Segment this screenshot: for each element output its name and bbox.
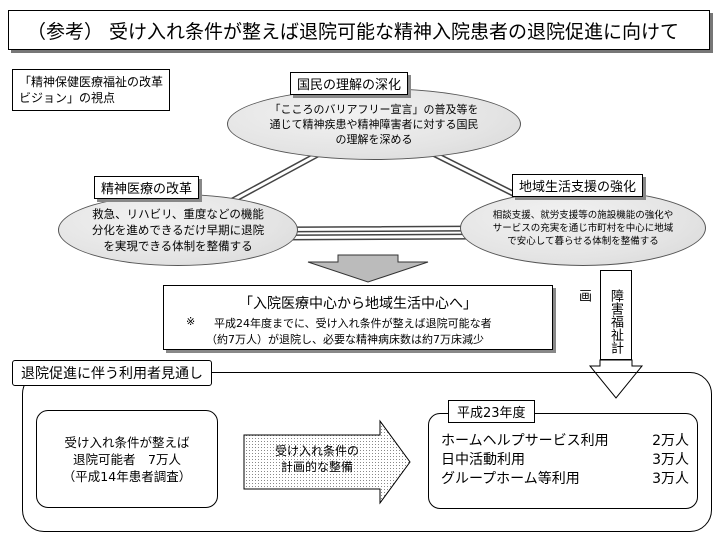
pillar-left-label: 精神医療の改革 (94, 176, 200, 199)
triangle-inner (177, 122, 583, 232)
down-arrow-shape (307, 254, 429, 283)
service-count: 3万人 (652, 452, 689, 468)
service-count: 2万人 (652, 433, 689, 449)
pillar-top-label-text: 国民の理解の深化 (297, 78, 402, 93)
planning-arrow-text: 受け入れ条件の 計画的な整備 (262, 443, 372, 475)
pillar-right-label-text: 地域生活支援の強化 (519, 180, 637, 195)
page-title-box: （参考） 受け入れ条件が整えば退院可能な精神入院患者の退院促進に向けて (8, 10, 710, 50)
service-usage-card: ホームヘルプサービス利用 2万人 日中活動利用 3万人 グループホーム等利用 3… (428, 413, 698, 509)
service-count: 3万人 (652, 471, 689, 487)
policy-note-line1: 平成24年度までに、受け入れ条件が整えば退院可能な者 (214, 317, 492, 330)
welfare-down-arrow (588, 359, 644, 399)
vision-label-text: 「精神保健医療福祉の改革ビジョン」の視点 (19, 75, 164, 105)
candidates-line3: （平成14年患者調査） (62, 468, 192, 484)
pillar-top-ellipse: 「こころのバリアフリー宣言」の普及等を通じて精神疾患や精神障害者に対する国民の理… (227, 88, 521, 160)
policy-summary-box: 「入院医療中心から地域生活中心へ」 ※ 平成24年度までに、受け入れ条件が整えば… (163, 285, 553, 350)
service-row: ホームヘルプサービス利用 2万人 (441, 430, 689, 450)
pillar-right-label: 地域生活支援の強化 (512, 174, 644, 197)
vision-scroll-label: 「精神保健医療福祉の改革ビジョン」の視点 (12, 69, 170, 111)
candidates-line2: 退院可能者 7万人 (73, 451, 181, 467)
discharge-candidates-card: 受け入れ条件が整えば 退院可能者 7万人 （平成14年患者調査） (36, 410, 218, 508)
welfare-plan-text: 障害福祉計画 (576, 289, 623, 354)
planning-arrow-line2: 計画的な整備 (280, 460, 353, 474)
pillar-left-text: 救急、リハビリ、重度などの機能分化を進めできるだけ早期に退院を実現できる体制を整… (91, 207, 265, 253)
year-label: 平成23年度 (448, 400, 535, 423)
service-row: グループホーム等利用 3万人 (441, 468, 689, 488)
pillar-right-text: 相談支援、就労支援等の施設機能の強化やサービスの充実を通じ市町村を中心に地域で安… (492, 209, 674, 247)
service-name: 日中活動利用 (441, 452, 525, 468)
candidates-line1: 受け入れ条件が整えば (64, 434, 190, 450)
service-name: ホームヘルプサービス利用 (441, 433, 609, 449)
policy-headline: 「入院医療中心から地域生活中心へ」 (239, 296, 477, 312)
pillar-top-text: 「こころのバリアフリー宣言」の普及等を通じて精神疾患や精神障害者に対する国民の理… (269, 102, 479, 146)
service-row: 日中活動利用 3万人 (441, 449, 689, 469)
outlook-label: 退院促進に伴う利用者見通し (12, 360, 212, 386)
pillar-top-label: 国民の理解の深化 (290, 72, 409, 95)
outlook-panel (22, 372, 712, 532)
service-name: グループホーム等利用 (441, 471, 580, 487)
planning-arrow-line1: 受け入れ条件の (274, 444, 359, 458)
year-label-text: 平成23年度 (457, 406, 526, 421)
page-title: （参考） 受け入れ条件が整えば退院可能な精神入院患者の退院促進に向けて (27, 20, 680, 43)
outlook-label-text: 退院促進に伴う利用者見通し (21, 366, 203, 382)
planning-arrow (243, 419, 411, 505)
pillar-right-ellipse: 相談支援、就労支援等の施設機能の強化やサービスの充実を通じ市町村を中心に地域で安… (460, 190, 706, 266)
policy-note-mark: ※ (186, 315, 196, 328)
welfare-plan-box: 障害福祉計画 (576, 270, 632, 360)
pillar-left-ellipse: 救急、リハビリ、重度などの機能分化を進めできるだけ早期に退院を実現できる体制を整… (58, 194, 298, 266)
pillar-left-label-text: 精神医療の改革 (101, 182, 193, 197)
policy-note-line2: （約7万人）が退院し、必要な精神病床数は約7万床減少 (206, 333, 484, 346)
